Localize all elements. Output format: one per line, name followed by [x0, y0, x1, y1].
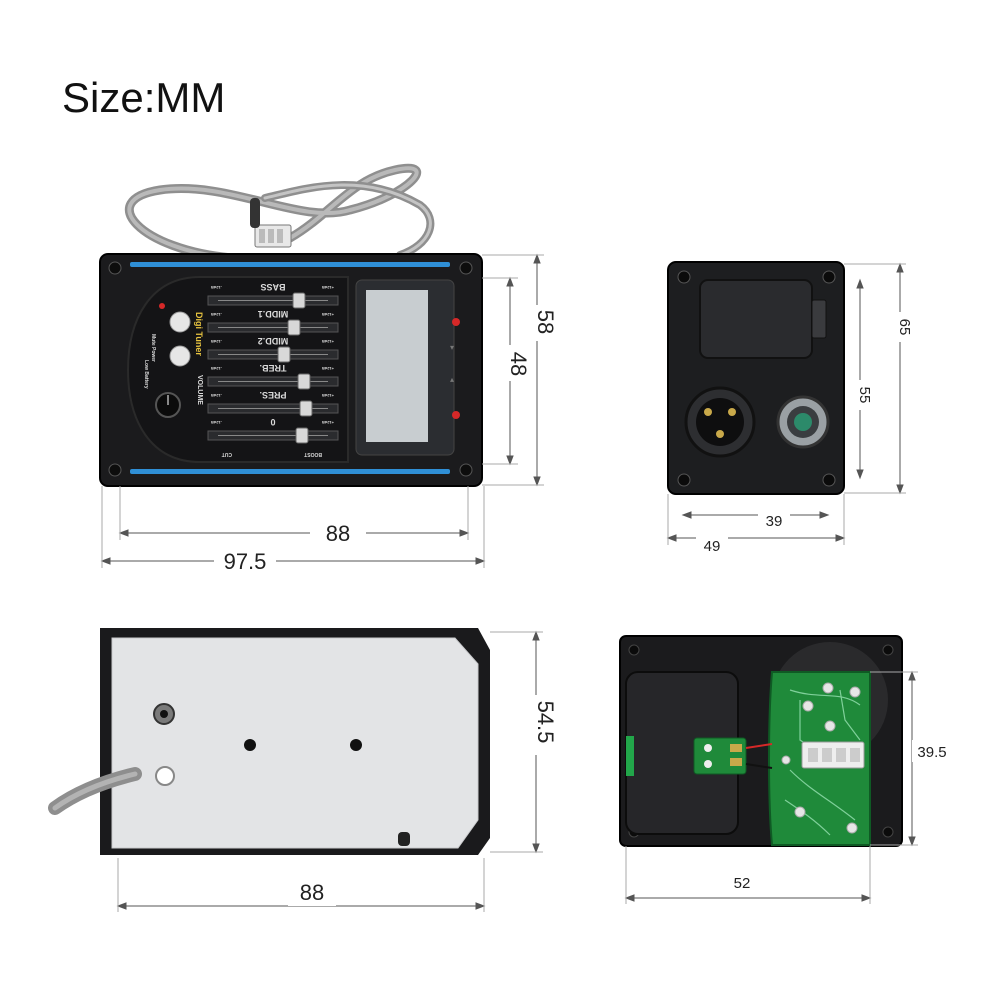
- battery-terminal: [693, 737, 747, 775]
- volume-label: VOLUME: [196, 375, 203, 405]
- brand-label: Digi Tuner: [194, 312, 204, 356]
- solder-pad-icon: [824, 720, 836, 732]
- dimension-lines: [100, 253, 544, 568]
- power-label: Power: [150, 347, 156, 362]
- tuner-led-icon: [452, 318, 460, 326]
- screw-icon: [459, 261, 473, 275]
- screw-icon: [822, 473, 836, 487]
- boost-label: BOOST: [304, 451, 322, 457]
- screw-icon: [459, 463, 473, 477]
- eq-slider-knob[interactable]: [287, 319, 301, 336]
- screw-icon: [628, 644, 640, 656]
- solder-pad-icon: [849, 686, 861, 698]
- scale-label: +12dB: [322, 312, 334, 317]
- battery-contact: [626, 736, 634, 776]
- slider-group: BASS -12dB +12dB MIDD.1 -12dB +12dB MIDD.2 -12d…: [207, 282, 339, 444]
- scale-label: +12dB: [322, 366, 334, 371]
- eq-slider-label: MIDD.2: [258, 336, 289, 346]
- scale-label: -12dB: [211, 393, 222, 398]
- screw-hole: [155, 766, 175, 786]
- dim-88-front: 88: [326, 521, 350, 546]
- screw-icon: [108, 261, 122, 275]
- front-view: Mute Power Low Battery VOLUME Digi Tuner…: [99, 163, 558, 574]
- xlr-pin-icon: [716, 430, 724, 438]
- scale-label: +12dB: [322, 420, 334, 425]
- side-view: 39 49 55 65: [666, 261, 913, 555]
- screw-icon: [882, 644, 894, 656]
- dim-58-front: 58: [533, 310, 558, 334]
- scale-label: -12dB: [211, 285, 222, 290]
- dim-54-5-back: 54.5: [533, 701, 558, 744]
- eq-slider-label: 0: [270, 417, 275, 427]
- dimension-lines: [624, 670, 918, 904]
- eq-slider-knob[interactable]: [297, 373, 311, 390]
- solder-pad-icon: [846, 822, 858, 834]
- dim-48-front: 48: [506, 352, 531, 376]
- scale-label: +12dB: [322, 339, 334, 344]
- pcb-view: 52 39.5: [619, 635, 952, 904]
- mount-hole: [244, 739, 256, 751]
- back-plate: [111, 637, 479, 849]
- solder-pad-icon: [802, 700, 814, 712]
- battery-cover[interactable]: [699, 279, 813, 359]
- eq-slider-label: BASS: [260, 282, 285, 292]
- mount-hole: [350, 739, 362, 751]
- eq-slider-label: TREB.: [260, 363, 287, 373]
- led-indicator-icon: [159, 303, 165, 309]
- power-button[interactable]: [169, 345, 191, 367]
- mute-button[interactable]: [169, 311, 191, 333]
- screw-icon: [677, 270, 691, 284]
- solder-pad-icon: [781, 755, 791, 765]
- eq-slider-label: PRES.: [259, 390, 286, 400]
- dim-52-pcb: 52: [734, 875, 751, 892]
- dim-97-5-front: 97.5: [224, 549, 267, 574]
- pcb-traces: [784, 689, 861, 836]
- tuner-display: [366, 290, 428, 442]
- scale-label: -12dB: [211, 420, 222, 425]
- dim-88-back: 88: [300, 880, 324, 905]
- scale-label: -12dB: [211, 339, 222, 344]
- low-battery-label: Low Battery: [143, 360, 149, 389]
- eq-slider-knob[interactable]: [295, 427, 309, 444]
- scale-label: -12dB: [211, 312, 222, 317]
- blue-accent-bottom: [130, 469, 450, 474]
- xlr-pin-icon: [704, 408, 712, 416]
- scale-label: +12dB: [322, 285, 334, 290]
- eq-slider-knob[interactable]: [292, 292, 306, 309]
- mute-label: Mute: [150, 334, 156, 346]
- connector: [250, 198, 292, 248]
- dim-55-side: 55: [856, 387, 873, 404]
- dim-49-side: 49: [704, 538, 721, 555]
- eq-slider-knob[interactable]: [277, 346, 291, 363]
- blue-accent-top: [130, 262, 450, 267]
- screw-icon: [108, 463, 122, 477]
- solder-pad-icon: [822, 682, 834, 694]
- solder-pad-icon: [794, 806, 806, 818]
- scale-label: -12dB: [211, 366, 222, 371]
- screw-icon: [882, 826, 894, 838]
- cut-label: CUT: [222, 451, 232, 457]
- page-title: Size:MM: [62, 74, 226, 121]
- tuner-led-icon: [452, 411, 460, 419]
- wire-black: [745, 763, 773, 769]
- screw-icon: [677, 473, 691, 487]
- dim-65-side: 65: [896, 319, 913, 336]
- eq-slider-label: MIDD.1: [258, 309, 289, 319]
- back-view: 88 54.5: [48, 628, 558, 912]
- scale-label: +12dB: [322, 393, 334, 398]
- flat-icon: ▾: [450, 343, 454, 352]
- screw-icon: [822, 270, 836, 284]
- dim-39-side: 39: [766, 513, 783, 530]
- cable: [124, 163, 435, 263]
- notch: [398, 832, 410, 846]
- dim-39-5-pcb: 39.5: [917, 744, 946, 761]
- sharp-icon: ▴: [450, 375, 454, 384]
- wire-red: [745, 743, 773, 749]
- eq-slider-knob[interactable]: [299, 400, 313, 417]
- battery-latch[interactable]: [811, 299, 827, 339]
- xlr-pin-icon: [728, 408, 736, 416]
